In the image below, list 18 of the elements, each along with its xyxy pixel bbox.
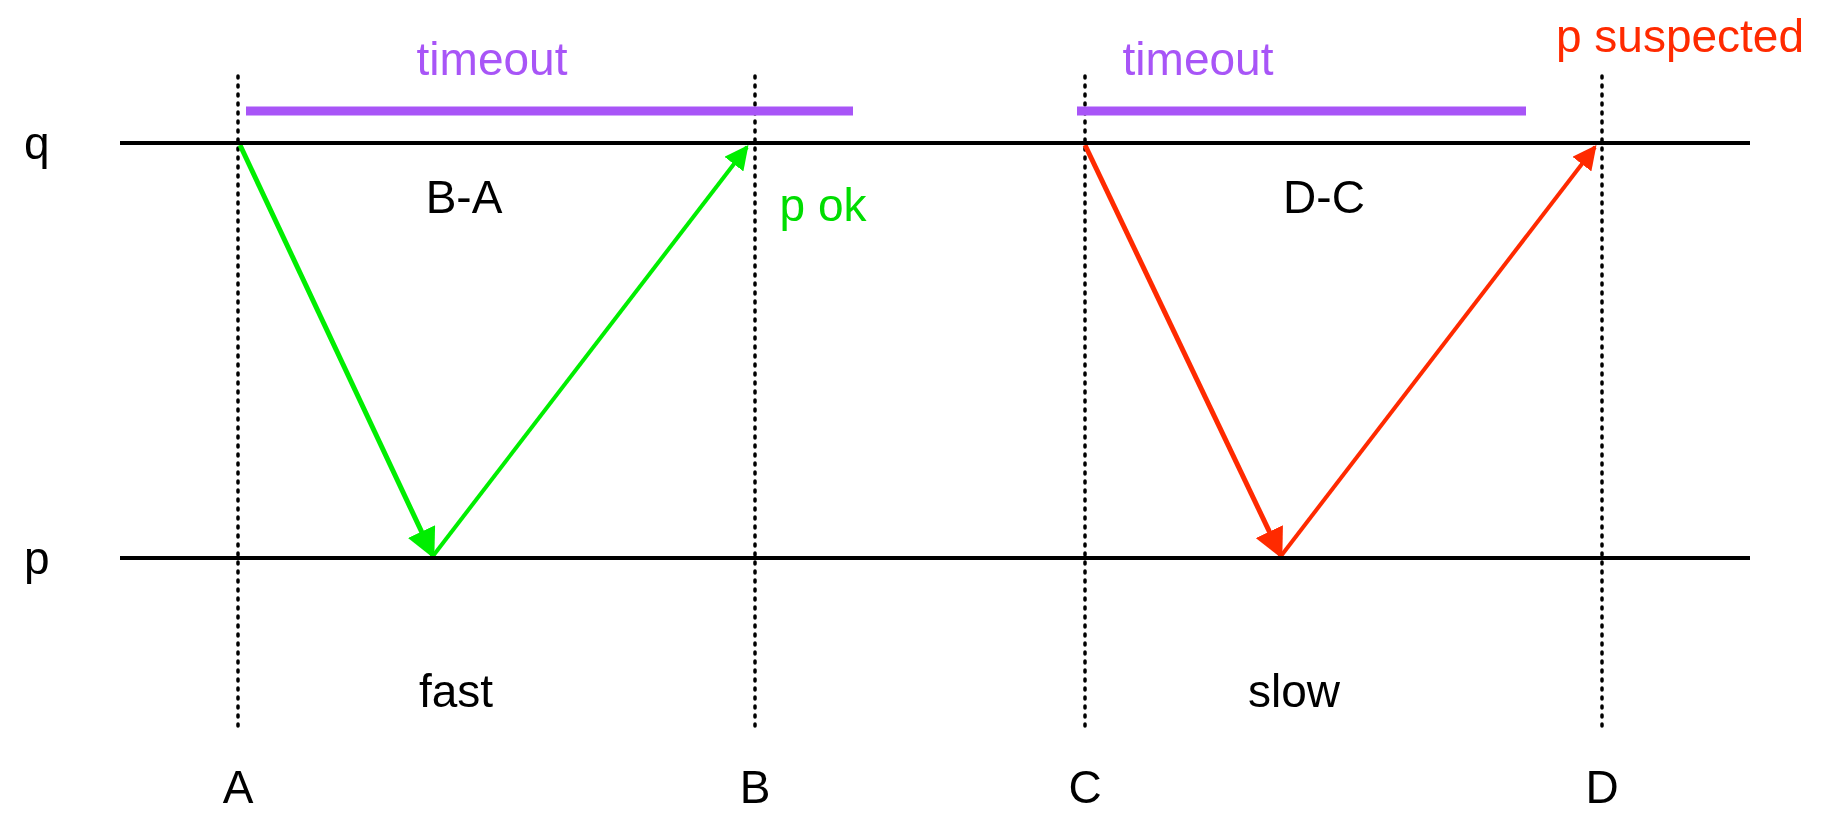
message-arrow (1082, 143, 1284, 559)
speed-label: slow (1248, 666, 1340, 716)
speed-label: fast (418, 666, 494, 716)
message-arrow (237, 143, 436, 559)
time-point-label: D (1585, 762, 1619, 812)
status-label: p suspected (1555, 11, 1805, 61)
status-label: p ok (779, 180, 867, 230)
lifeline-label: p (23, 533, 51, 583)
message-arrow (431, 145, 749, 558)
time-point-label: A (222, 762, 254, 812)
interval-label: D-C (1283, 172, 1365, 222)
message-arrow (1279, 145, 1597, 558)
timeout-label: timeout (416, 34, 568, 84)
interval-label: B-A (425, 172, 503, 222)
time-point-label: B (739, 762, 771, 812)
lifeline-label: q (23, 118, 51, 168)
timeout-label: timeout (1122, 34, 1274, 84)
time-point-label: C (1068, 762, 1102, 812)
